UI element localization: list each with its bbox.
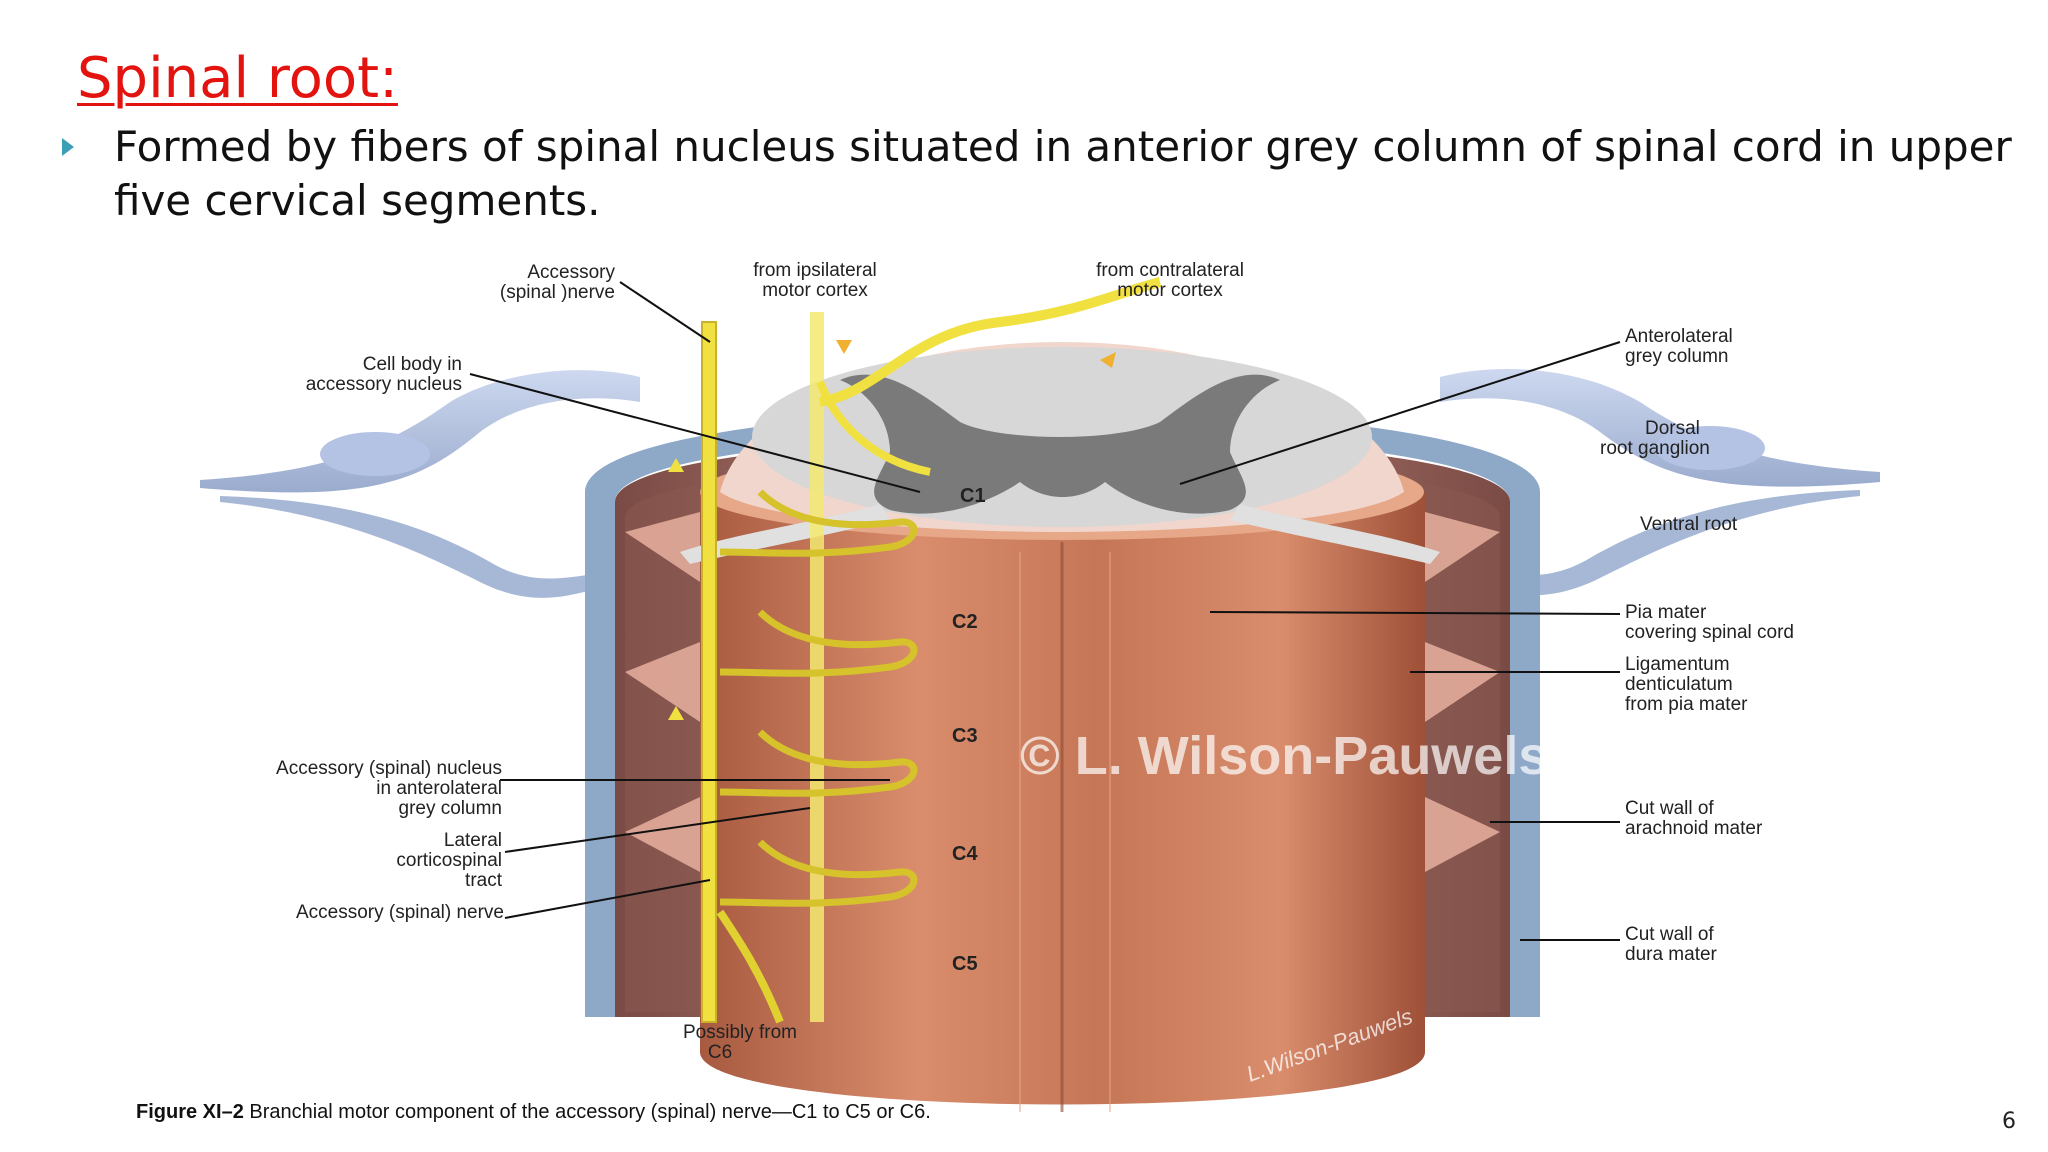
label-contralateral-1: from contralateral <box>1096 260 1244 281</box>
label-nucleus-3: grey column <box>399 798 503 819</box>
label-dura-1: Cut wall of <box>1625 924 1714 945</box>
label-possibly-2: C6 <box>708 1042 732 1063</box>
label-accessory-nerve-top-1: Accessory <box>527 262 615 283</box>
label-anterolateral-2: grey column <box>1625 346 1729 367</box>
label-ventral: Ventral root <box>1640 514 1738 535</box>
triangle-bullet-icon <box>60 120 114 228</box>
label-cell-body-1: Cell body in <box>363 354 462 375</box>
label-dura-2: dura mater <box>1625 944 1718 965</box>
segment-c5-label: C5 <box>952 953 978 975</box>
label-anterolateral-1: Anterolateral <box>1625 326 1733 347</box>
label-pia-1: Pia mater <box>1625 602 1707 623</box>
label-accessory-nerve-bottom: Accessory (spinal) nerve <box>296 902 504 923</box>
label-nucleus-2: in anterolateral <box>376 778 502 799</box>
figure-caption-text: Branchial motor component of the accesso… <box>244 1101 931 1123</box>
label-possibly-1: Possibly from <box>683 1022 797 1043</box>
label-lateral-1: Lateral <box>444 830 502 851</box>
figure-caption-number: Figure XI–2 <box>136 1101 244 1123</box>
figure-caption: Figure XI–2 Branchial motor component of… <box>136 1101 931 1123</box>
label-accessory-nerve-top-2: (spinal )nerve <box>500 282 615 303</box>
label-dorsal-1: Dorsal <box>1645 418 1700 439</box>
label-nucleus-1: Accessory (spinal) nucleus <box>276 758 502 779</box>
spinal-cord-diagram: C1 C2 C3 C4 C5 © L. Wilson-Pauwels L.Wil… <box>136 260 1880 1123</box>
slide-title: Spinal root: <box>77 46 398 111</box>
segment-c4-label: C4 <box>952 843 978 865</box>
label-ipsilateral-1: from ipsilateral <box>753 260 877 281</box>
segment-c1-label: C1 <box>960 485 986 507</box>
segment-c3-label: C3 <box>952 725 978 747</box>
page-number: 6 <box>2002 1109 2016 1134</box>
label-cell-body-2: accessory nucleus <box>306 374 462 395</box>
label-pia-2: covering spinal cord <box>1625 622 1794 643</box>
segment-c2-label: C2 <box>952 611 978 633</box>
bullet-item: Formed by fibers of spinal nucleus situa… <box>60 120 2020 228</box>
label-contralateral-2: motor cortex <box>1117 280 1223 301</box>
copyright-watermark: © L. Wilson-Pauwels <box>1020 726 1548 786</box>
grey-matter <box>840 374 1280 514</box>
bullet-text: Formed by fibers of spinal nucleus situa… <box>114 122 2012 225</box>
label-dorsal-2: root ganglion <box>1600 438 1710 459</box>
label-lateral-2: corticospinal <box>396 850 502 871</box>
label-lig-2: denticulatum <box>1625 674 1733 695</box>
accessory-nerve-fibers <box>668 277 1162 1024</box>
label-ipsilateral-2: motor cortex <box>762 280 868 301</box>
label-lig-1: Ligamentum <box>1625 654 1730 675</box>
label-arachnoid-2: arachnoid mater <box>1625 818 1763 839</box>
label-lateral-3: tract <box>465 870 503 891</box>
dorsal-roots <box>200 369 1880 598</box>
ligamentum-denticulatum <box>625 512 1500 872</box>
label-arachnoid-1: Cut wall of <box>1625 798 1714 819</box>
label-lig-3: from pia mater <box>1625 694 1748 715</box>
